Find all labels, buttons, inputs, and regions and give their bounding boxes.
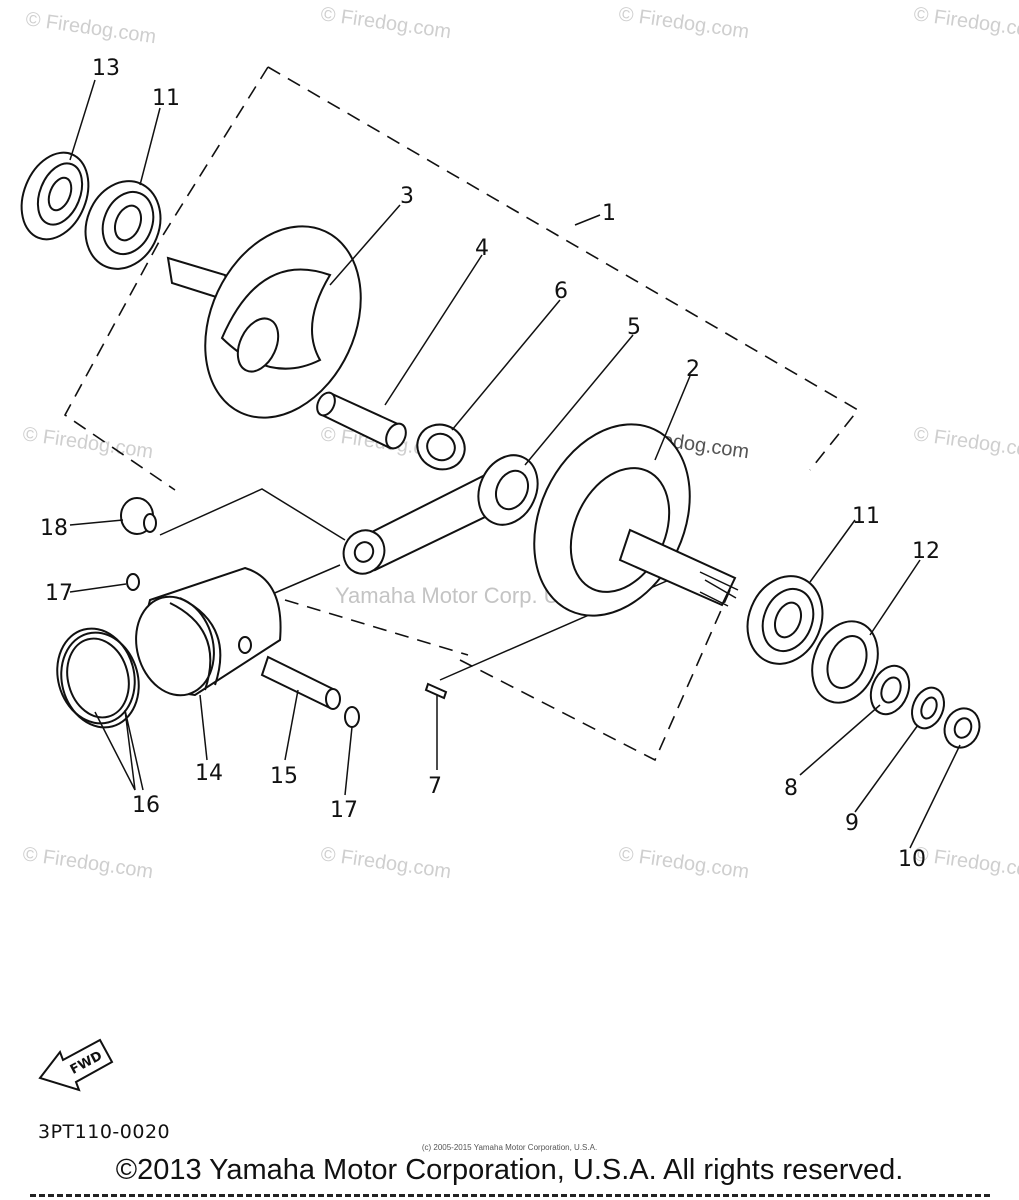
spring-washer-9 bbox=[911, 686, 945, 730]
watermark: © Firedog.com bbox=[21, 423, 154, 463]
oil-seal-12 bbox=[811, 620, 879, 704]
nut-10 bbox=[943, 707, 981, 749]
watermark: © Firedog.com bbox=[912, 3, 1019, 43]
callouts: 1 2 3 4 5 6 7 8 9 10 11 11 12 13 14 15 1… bbox=[40, 56, 940, 872]
key-7 bbox=[424, 682, 448, 700]
callout-15: 15 bbox=[270, 764, 298, 789]
piston-pin-15 bbox=[260, 655, 341, 710]
callout-17-right: 17 bbox=[330, 798, 358, 823]
needle-bearing-6 bbox=[416, 423, 466, 471]
fwd-arrow-icon: FWD bbox=[38, 1038, 114, 1092]
callout-leaders bbox=[69, 79, 961, 849]
circlip-17-left bbox=[126, 573, 140, 591]
watermarks: © Firedog.com © Firedog.com © Firedog.co… bbox=[21, 3, 1019, 883]
watermark: © Firedog.com bbox=[912, 423, 1019, 463]
callout-11-right: 11 bbox=[852, 504, 880, 529]
callout-5: 5 bbox=[627, 315, 641, 340]
copyright-notice: ©2013 Yamaha Motor Corporation, U.S.A. A… bbox=[115, 1154, 904, 1186]
callout-8: 8 bbox=[784, 776, 798, 801]
crank-pin-4 bbox=[316, 391, 407, 450]
callout-3: 3 bbox=[400, 184, 414, 209]
callout-14: 14 bbox=[195, 761, 223, 786]
callout-11-left: 11 bbox=[152, 86, 180, 111]
crank-half-2 bbox=[533, 423, 739, 617]
circlip-17-right bbox=[344, 706, 360, 728]
washer-8 bbox=[869, 664, 911, 716]
callout-4: 4 bbox=[475, 236, 489, 261]
catalog-code: 3PT110-0020 bbox=[38, 1121, 171, 1143]
crank-half-3 bbox=[166, 225, 362, 419]
watermark: © Firedog.com bbox=[617, 843, 750, 883]
assembly-boundary bbox=[63, 66, 860, 762]
callout-6: 6 bbox=[554, 279, 568, 304]
watermark: © Firedog.com bbox=[24, 8, 157, 48]
watermark: © Firedog.com bbox=[319, 843, 452, 883]
callout-17-left: 17 bbox=[45, 581, 73, 606]
watermark: © Firedog.com bbox=[912, 843, 1019, 883]
watermark: © Firedog.com bbox=[617, 3, 750, 43]
oil-seal-13 bbox=[20, 151, 90, 241]
connecting-rod-5 bbox=[342, 454, 539, 575]
bearing-11-right bbox=[746, 575, 824, 665]
callout-13: 13 bbox=[92, 56, 120, 81]
callout-10: 10 bbox=[898, 847, 926, 872]
callout-7: 7 bbox=[428, 774, 442, 799]
leader-lines bbox=[159, 214, 686, 681]
callout-16: 16 bbox=[132, 793, 160, 818]
bearing-11-left bbox=[84, 180, 162, 270]
watermark: © Firedog.com bbox=[21, 843, 154, 883]
callout-9: 9 bbox=[845, 811, 859, 836]
piston-14 bbox=[135, 566, 282, 697]
callout-1: 1 bbox=[602, 201, 616, 226]
callout-18: 18 bbox=[40, 516, 68, 541]
callout-12: 12 bbox=[912, 539, 940, 564]
small-end-bearing-18 bbox=[120, 497, 157, 535]
callout-2: 2 bbox=[686, 357, 700, 382]
bottom-rule bbox=[30, 1194, 990, 1197]
watermark: © Firedog.com bbox=[319, 3, 452, 43]
small-copyright: (c) 2005-2015 Yamaha Motor Corporation, … bbox=[421, 1143, 598, 1152]
piston-rings-16 bbox=[56, 627, 140, 729]
